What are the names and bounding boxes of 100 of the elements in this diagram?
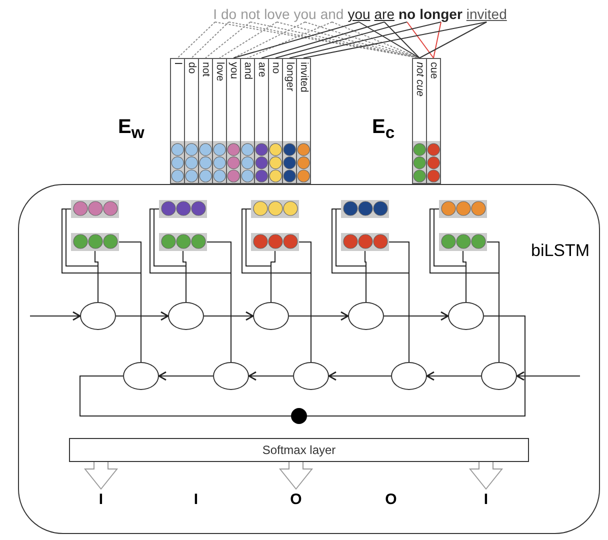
bilstm-panel <box>18 184 600 534</box>
connector-line <box>388 242 410 362</box>
lstm-cell <box>481 362 517 390</box>
embedding-matrix <box>372 58 442 184</box>
sentence-word: no <box>398 6 416 22</box>
column-label: not <box>199 62 212 77</box>
sentence-word: not <box>240 6 260 22</box>
arrow <box>204 311 254 321</box>
output-tag: I <box>477 491 495 511</box>
column-label: no <box>269 62 282 74</box>
embedding-column <box>426 58 441 184</box>
vector-bar <box>71 233 119 251</box>
connector-line <box>289 22 442 58</box>
lstm-cell <box>80 302 116 330</box>
connector-line <box>261 22 385 58</box>
vector-bar <box>159 200 207 218</box>
sentence-word: and <box>320 6 344 22</box>
sentence-word: love <box>264 6 290 22</box>
block-arrow <box>468 462 504 490</box>
sentence-word: longer <box>420 6 462 22</box>
lstm-cell <box>348 302 384 330</box>
embedding-column <box>184 58 199 184</box>
connector-line <box>270 250 276 302</box>
connector-line <box>358 22 420 58</box>
connector-line <box>233 22 306 58</box>
block-arrow <box>278 462 314 490</box>
connector-line <box>433 22 442 58</box>
arrow <box>158 371 214 381</box>
sentence-word: I <box>213 6 218 22</box>
output-tag: I <box>92 491 110 511</box>
output-tag: I <box>187 491 205 511</box>
lstm-cell <box>168 302 204 330</box>
connector-line <box>219 22 278 58</box>
lstm-cell <box>123 362 159 390</box>
embedding-column <box>226 58 241 184</box>
connector-line <box>298 242 312 362</box>
lstm-cell <box>213 362 249 390</box>
arrow <box>288 311 349 321</box>
vector-bar <box>439 233 487 251</box>
arrow <box>384 311 449 321</box>
arrow <box>116 311 169 321</box>
connector-line <box>206 242 232 362</box>
matrix-label: E$_{c}$ <box>372 116 395 143</box>
block-arrow <box>84 462 118 490</box>
vector-bar <box>251 200 299 218</box>
connector-line <box>419 22 488 58</box>
embedding-matrix <box>118 58 314 184</box>
panel-title: biLSTM <box>531 241 590 261</box>
vector-bar <box>251 233 299 251</box>
arrow <box>248 371 294 381</box>
arrow <box>30 311 81 321</box>
vector-bar <box>439 200 487 218</box>
lstm-cell <box>253 302 289 330</box>
column-label: are <box>255 62 268 78</box>
softmax-layer: Softmax layer <box>69 438 529 462</box>
embedding-column <box>282 58 297 184</box>
column-label: and <box>241 62 254 80</box>
column-label: do <box>185 62 198 74</box>
connector-line <box>191 22 230 58</box>
embedding-column <box>296 58 311 184</box>
embedding-column <box>170 58 185 184</box>
connector-line <box>332 22 420 58</box>
connector-line <box>80 376 292 416</box>
vector-bar <box>159 233 207 251</box>
connector-line <box>462 250 466 302</box>
connector-line <box>118 242 142 362</box>
output-tag: O <box>287 491 305 511</box>
embedding-column <box>254 58 269 184</box>
column-label: I <box>171 62 184 65</box>
column-label: longer <box>283 62 296 92</box>
connector-line <box>182 250 186 302</box>
column-label: not cue <box>413 62 426 96</box>
sentence-word: invited <box>466 6 507 22</box>
connector-line <box>233 22 360 58</box>
connector-line <box>303 22 488 58</box>
column-label: love <box>213 62 226 82</box>
connector-line <box>205 22 251 58</box>
arrow <box>426 371 482 381</box>
vector-bar <box>71 200 119 218</box>
connector-line <box>177 22 216 58</box>
connector-line <box>94 250 98 302</box>
column-label: you <box>227 62 240 79</box>
arrow <box>516 371 580 381</box>
column-label: cue <box>427 62 440 79</box>
connector-line <box>486 242 500 362</box>
output-tag: O <box>382 491 400 511</box>
lstm-cell <box>391 362 427 390</box>
connector-line <box>247 22 332 58</box>
embedding-column <box>412 58 427 184</box>
sentence-word: you <box>294 6 316 22</box>
matrix-label: E$_{w}$ <box>118 116 144 143</box>
connector-line <box>364 250 366 302</box>
lstm-cell <box>293 362 329 390</box>
lstm-cell <box>448 302 484 330</box>
connector-line <box>384 22 420 58</box>
vector-bar <box>341 233 389 251</box>
embedding-column <box>268 58 283 184</box>
embedding-column <box>212 58 227 184</box>
connector-line <box>406 22 434 58</box>
sentence-word: are <box>374 6 394 22</box>
